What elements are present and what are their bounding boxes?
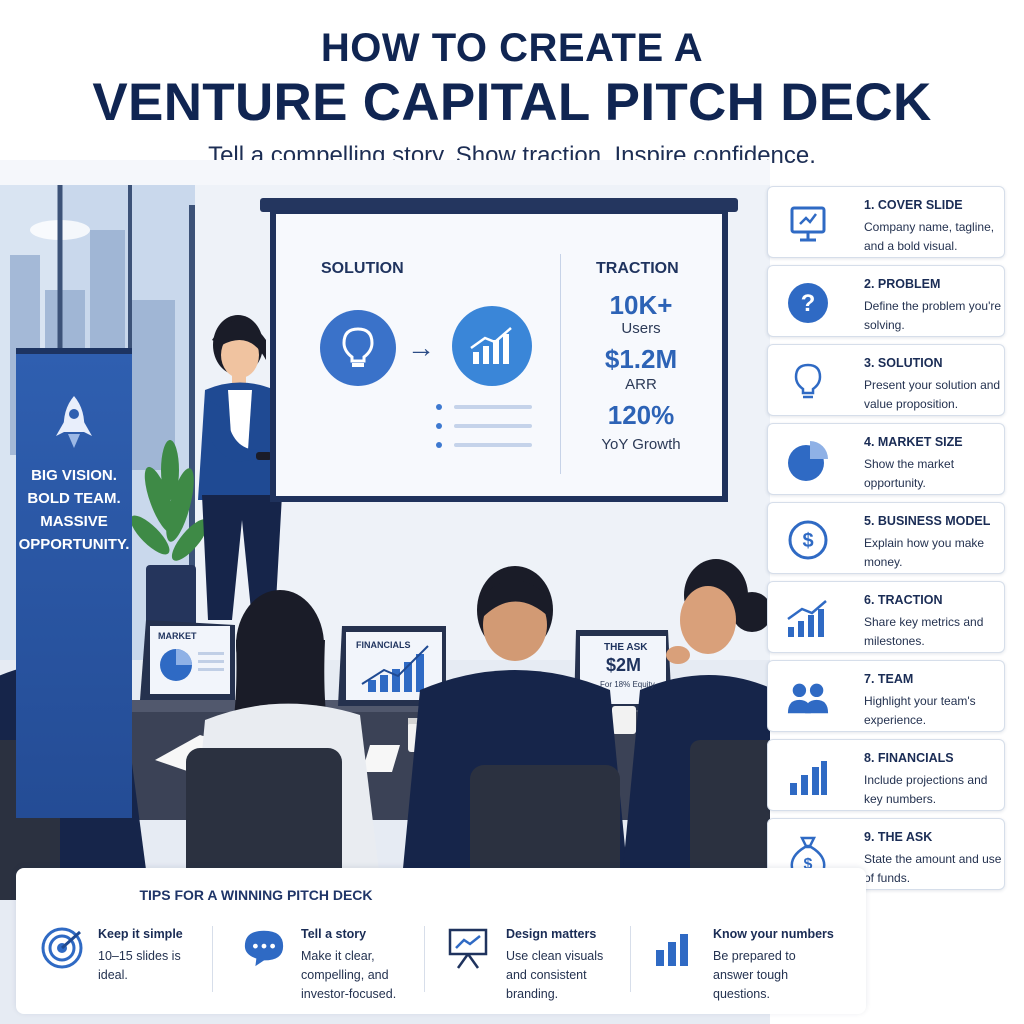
- tip-separator: [630, 926, 631, 992]
- step-title: 2. PROBLEM: [864, 277, 941, 291]
- step-cover-slide: 1. COVER SLIDE Company name, tagline, an…: [767, 186, 1005, 258]
- vision-banner: BIG VISION. BOLD TEAM. MASSIVE OPPORTUNI…: [16, 348, 132, 818]
- step-desc: Highlight your team's experience.: [864, 694, 976, 727]
- step-team: 7. TEAM Highlight your team's experience…: [767, 660, 1005, 732]
- step-desc: State the amount and use of funds.: [864, 852, 1002, 885]
- bullet-line-3: [454, 443, 532, 447]
- step-title: 6. TRACTION: [864, 593, 943, 607]
- bullet-2: [436, 423, 442, 429]
- step-title: 1. COVER SLIDE: [864, 198, 963, 212]
- step-title: 7. TEAM: [864, 672, 914, 686]
- bullet-3: [436, 442, 442, 448]
- step-business-model: $ 5. BUSINESS MODEL Explain how you make…: [767, 502, 1005, 574]
- svg-text:$: $: [802, 530, 813, 552]
- bullet-line-2: [454, 424, 532, 428]
- bullet-1: [436, 404, 442, 410]
- banner-line-4: OPPORTUNITY.: [18, 536, 130, 553]
- target-icon: [40, 926, 84, 970]
- easel-icon: [446, 926, 490, 970]
- bullet-line-1: [454, 405, 532, 409]
- laptop-ask-amount: $2M: [606, 655, 642, 675]
- svg-text:?: ?: [801, 290, 816, 317]
- tips-panel: TIPS FOR A WINNING PITCH DECK Keep it si…: [16, 868, 866, 1014]
- screen-divider: [560, 254, 561, 474]
- laptop-market: [140, 620, 235, 700]
- banner-line-1: BIG VISION.: [31, 467, 117, 484]
- question-icon: ?: [786, 281, 830, 325]
- tip-title: Keep it simple: [98, 927, 183, 941]
- step-solution: 3. SOLUTION Present your solution and va…: [767, 344, 1005, 416]
- tip-separator: [424, 926, 425, 992]
- banner-line-2: BOLD TEAM.: [27, 490, 121, 507]
- presentation-icon: [786, 202, 830, 246]
- page-title-line2: VENTURE CAPITAL PITCH DECK: [92, 73, 932, 132]
- team-icon: [786, 676, 830, 720]
- lightbulb-icon: [786, 360, 830, 404]
- step-desc: Company name, tagline, and a bold visual…: [864, 220, 995, 253]
- step-desc: Explain how you make money.: [864, 536, 985, 569]
- step-title: 4. MARKET SIZE: [864, 435, 963, 449]
- step-traction: 6. TRACTION Share key metrics and milest…: [767, 581, 1005, 653]
- laptop-financials-label: FINANCIALS: [356, 640, 411, 650]
- tip-title: Know your numbers: [713, 927, 834, 941]
- svg-text:$: $: [804, 856, 813, 873]
- page-title-line1: HOW TO CREATE A: [320, 26, 704, 70]
- metric-arr-value: $1.2M: [604, 344, 678, 374]
- rocket-icon: [56, 396, 92, 448]
- step-desc: Define the problem you're solving.: [864, 299, 1002, 332]
- metric-growth-value: 120%: [607, 400, 675, 430]
- metric-users-value: 10K+: [609, 290, 673, 320]
- projection-screen: SOLUTION TRACTION → 10K+ Users $1.2M ARR…: [270, 210, 728, 502]
- presenter-figure: [198, 315, 362, 620]
- step-title: 5. BUSINESS MODEL: [864, 514, 991, 528]
- metric-growth-label: YoY Growth: [601, 436, 681, 453]
- chat-bubble-icon: [242, 926, 286, 970]
- laptop-market-label: MARKET: [158, 631, 197, 641]
- metric-users-label: Users: [621, 320, 661, 337]
- tip-desc: 10–15 slides is ideal.: [98, 949, 181, 982]
- tip-desc: Make it clear, compelling, and investor-…: [301, 949, 397, 1001]
- step-market-size: 4. MARKET SIZE Show the market opportuni…: [767, 423, 1005, 495]
- screen-mount-bar: [260, 198, 738, 212]
- bar-chart-icon: [786, 755, 830, 799]
- banner-line-3: MASSIVE: [40, 513, 108, 530]
- step-desc: Show the market opportunity.: [864, 457, 955, 490]
- step-desc: Share key metrics and milestones.: [864, 615, 984, 648]
- step-desc: Present your solution and value proposit…: [864, 378, 1001, 411]
- growth-chart-icon: [786, 597, 830, 641]
- step-title: 9. THE ASK: [864, 830, 933, 844]
- growth-chart-icon: [452, 306, 532, 386]
- tip-desc: Use clean visuals and consistent brandin…: [506, 949, 604, 1001]
- tip-title: Tell a story: [301, 927, 367, 941]
- metric-arr-label: ARR: [625, 376, 657, 393]
- step-title: 3. SOLUTION: [864, 356, 943, 370]
- bar-chart-icon: [652, 926, 696, 970]
- pie-chart-icon: [786, 439, 830, 483]
- laptop-ask-terms: For 18% Equity: [600, 680, 655, 689]
- tip-desc: Be prepared to answer tough questions.: [713, 949, 796, 1001]
- tips-heading: TIPS FOR A WINNING PITCH DECK: [139, 887, 373, 903]
- screen-solution-label: SOLUTION: [321, 260, 404, 277]
- dollar-icon: $: [786, 518, 830, 562]
- tip-separator: [212, 926, 213, 992]
- step-title: 8. FINANCIALS: [864, 751, 954, 765]
- screen-traction-label: TRACTION: [596, 260, 679, 277]
- tip-title: Design matters: [506, 927, 597, 941]
- step-financials: 8. FINANCIALS Include projections and ke…: [767, 739, 1005, 811]
- step-problem: ? 2. PROBLEM Define the problem you're s…: [767, 265, 1005, 337]
- step-desc: Include projections and key numbers.: [864, 773, 988, 806]
- arrow-right-icon: →: [407, 332, 435, 363]
- laptop-ask-label: THE ASK: [604, 642, 648, 653]
- lightbulb-icon: [320, 310, 396, 386]
